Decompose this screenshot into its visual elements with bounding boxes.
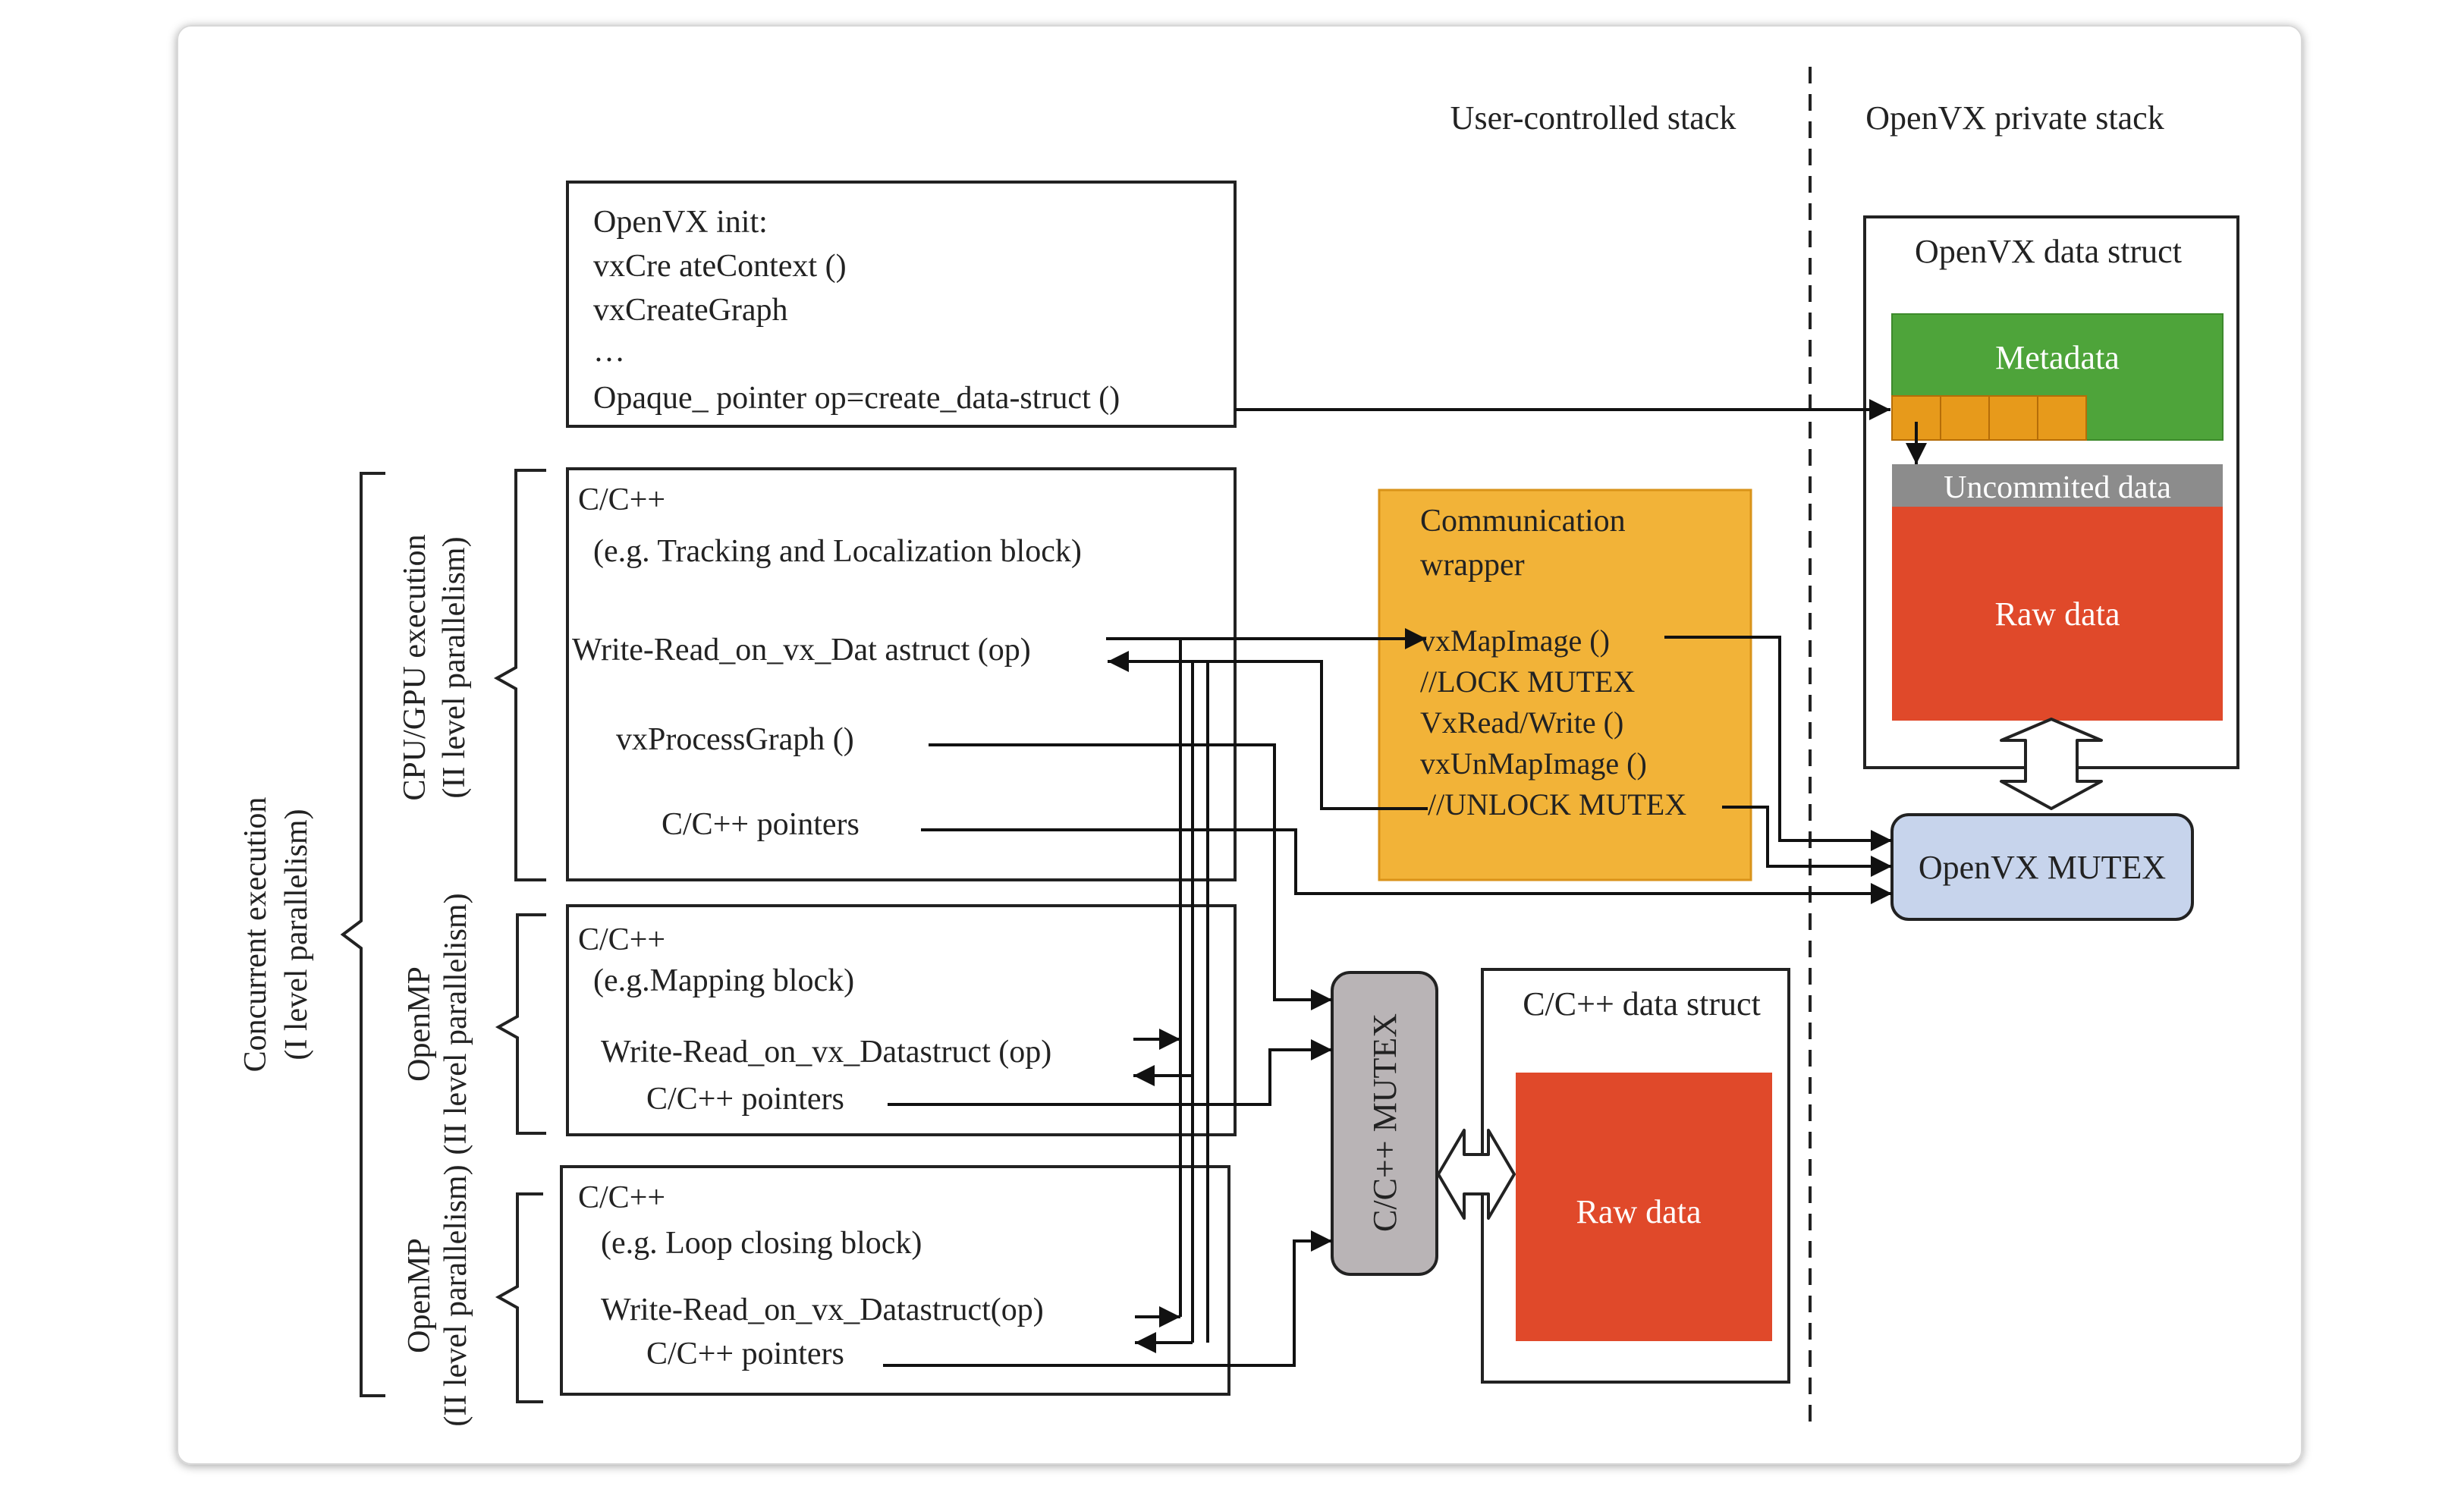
label-concurrent: Concurrent execution — [238, 797, 273, 1073]
openvx-raw-block — [1892, 507, 2223, 721]
block2-pointers-to-mutex-arrow — [888, 1039, 1332, 1106]
buffer-cells — [1891, 395, 2087, 441]
unlock-to-mutex-arrow — [1722, 806, 1892, 877]
mapping-block: C/C++ (e.g.Mapping block) Write-Read_on_… — [566, 904, 1237, 1136]
wrapper-title-2: wrapper — [1420, 548, 1525, 583]
cpp-data-struct: C/C++ data struct Raw data — [1481, 968, 1790, 1384]
block3-pointers-to-mutex-arrow — [883, 1230, 1332, 1367]
init-line-2: vxCre ateContext () — [593, 249, 847, 284]
map-to-mutex-arrow — [1664, 636, 1892, 851]
openvx-data-struct: OpenVX data struct Metadata Uncommited d… — [1863, 215, 2239, 769]
block1-process: vxProcessGraph () — [616, 722, 854, 757]
block3-line1: C/C++ — [578, 1180, 665, 1215]
init-line-5: Opaque_ pointer op=create_data-struct () — [593, 381, 1120, 416]
user-stack-header: User-controlled stack — [1450, 99, 1736, 137]
block3-write-read: Write-Read_on_vx_Datastruct(op) — [601, 1293, 1044, 1327]
cpp-raw-label: Raw data — [1576, 1193, 1702, 1230]
init-line-1: OpenVX init: — [593, 205, 768, 240]
block2-write-read: Write-Read_on_vx_Datastruct (op) — [601, 1035, 1051, 1070]
cpp-mutex — [1331, 971, 1438, 1276]
communication-wrapper: Communication wrapper vxMapImage () //LO… — [1378, 489, 1752, 881]
openvx-raw-label: Raw data — [1995, 595, 2120, 633]
private-stack-header: OpenVX private stack — [1865, 99, 2164, 137]
label-openmp-b: OpenMP — [402, 1238, 437, 1353]
block1-pointers-to-mutex-arrow — [921, 828, 1892, 904]
label-openmp-a-level: (II level parallelism) — [438, 893, 473, 1155]
openvx-mutex-label: OpenVX MUTEX — [1919, 849, 2166, 886]
wrapper-box — [1378, 489, 1752, 881]
block1-line2: (e.g. Tracking and Localization block) — [593, 534, 1082, 569]
block3-pointers: C/C++ pointers — [646, 1337, 844, 1371]
openvx-init-box: OpenVX init: vxCre ateContext () vxCreat… — [566, 181, 1237, 428]
block1-line1: C/C++ — [578, 482, 665, 517]
label-openmp-a: OpenMP — [402, 966, 437, 1082]
brackets — [340, 469, 546, 1403]
label-cpu-gpu-level: (II level parallelism) — [437, 536, 472, 798]
wrapper-line-4: vxUnMapImage () — [1420, 746, 1647, 781]
init-line-3: vxCreateGraph — [593, 293, 788, 328]
label-cpu-gpu: CPU/GPU execution — [398, 534, 432, 800]
uncommitted-block — [1892, 464, 2223, 507]
openvx-struct-title: OpenVX data struct — [1915, 233, 2182, 270]
cpp-struct-title: C/C++ data struct — [1523, 985, 1761, 1023]
init-line-4: … — [593, 334, 625, 369]
block3-line2: (e.g. Loop closing block) — [601, 1226, 922, 1261]
connectors — [883, 399, 1892, 1367]
cpp-mutex-struct-arrow — [1437, 1129, 1516, 1220]
uncommitted-label: Uncommited data — [1944, 470, 2171, 505]
wrapper-line-5: //UNLOCK MUTEX — [1428, 787, 1686, 822]
bus-to-unlock — [1208, 660, 1428, 810]
block1-pointers: C/C++ pointers — [662, 807, 860, 842]
block1-write-read: Write-Read_on_vx_Dat astruct (op) — [572, 633, 1031, 668]
block2-pointers: C/C++ pointers — [646, 1082, 844, 1117]
block2-line1: C/C++ — [578, 922, 665, 957]
label-openmp-b-level: (II level parallelism) — [438, 1164, 473, 1426]
wrapper-title-1: Communication — [1420, 504, 1626, 539]
tracking-block: C/C++ (e.g. Tracking and Localization bl… — [566, 467, 1237, 881]
wrapper-line-2: //LOCK MUTEX — [1420, 664, 1635, 699]
process-to-mutex-arrow — [929, 743, 1332, 1010]
loop-closing-block: C/C++ (e.g. Loop closing block) Write-Re… — [560, 1165, 1230, 1396]
wrapper-line-3: VxRead/Write () — [1420, 705, 1623, 740]
cpp-raw-block — [1516, 1073, 1772, 1341]
wrapper-line-1: vxMapImage () — [1420, 624, 1610, 658]
cpp-mutex-label: C/C++ MUTEX — [1366, 1013, 1403, 1232]
metadata-label: Metadata — [1995, 339, 2120, 376]
block2-line2: (e.g.Mapping block) — [593, 963, 854, 998]
label-concurrent-level: (I level parallelism) — [279, 809, 314, 1060]
openvx-struct-mutex-arrow — [2000, 718, 2103, 810]
